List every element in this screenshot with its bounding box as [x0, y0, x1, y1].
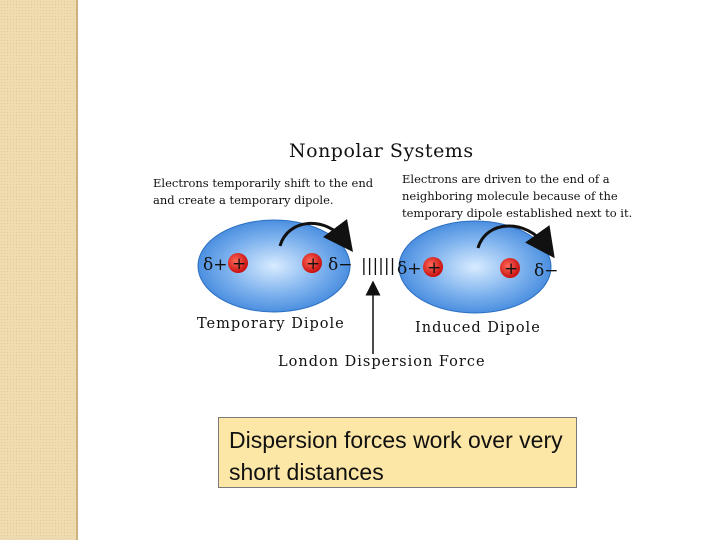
- induced-dipole-note: Electrons are driven to the end of a nei…: [402, 172, 633, 220]
- nonpolar-systems-figure: + + δ+ δ− |||||| + + δ+ δ− Nonpolar Syst…: [148, 136, 648, 376]
- right-nucleus-1-plus: +: [427, 258, 441, 278]
- dipole-diagram: + + δ+ δ− |||||| + + δ+ δ−: [197, 218, 558, 354]
- side-band-divider: [76, 0, 78, 540]
- right-nucleus-2-plus: +: [504, 259, 518, 279]
- right-electron-shift-arrow: [476, 224, 555, 259]
- left-delta-minus: δ−: [328, 255, 352, 275]
- left-delta-plus: δ+: [203, 255, 227, 275]
- figure-title: Nonpolar Systems: [289, 140, 474, 162]
- temporary-dipole-molecule: [197, 219, 351, 313]
- right-delta-plus: δ+: [397, 259, 421, 279]
- induced-dipole-molecule: [398, 220, 552, 314]
- callout-text: Dispersion forces work over very short d…: [229, 427, 563, 485]
- left-nucleus-2: [302, 253, 322, 273]
- right-nucleus-1: [423, 257, 443, 277]
- left-electron-shift-arrow: [278, 218, 354, 252]
- left-nucleus-1-plus: +: [232, 254, 246, 274]
- left-nucleus-2-plus: +: [306, 254, 320, 274]
- temporary-dipole-label: Temporary Dipole: [197, 316, 345, 332]
- temporary-dipole-note: Electrons temporarily shift to the end a…: [153, 176, 374, 207]
- right-nucleus-2: [500, 258, 520, 278]
- right-delta-minus: δ−: [534, 261, 558, 281]
- decorative-side-band: [0, 0, 76, 540]
- left-nucleus-1: [228, 253, 248, 273]
- london-dispersion-force-label: London Dispersion Force: [278, 354, 486, 370]
- dispersion-force-lines: ||||||: [361, 256, 395, 276]
- induced-dipole-label: Induced Dipole: [415, 320, 541, 336]
- dispersion-callout-box: Dispersion forces work over very short d…: [218, 417, 577, 488]
